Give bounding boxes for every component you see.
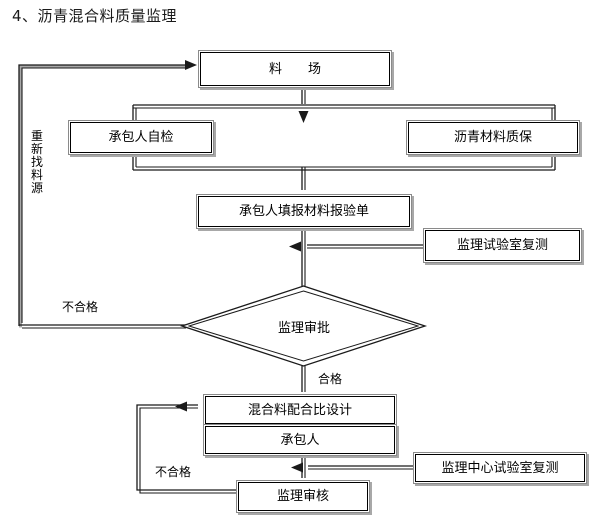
edge-label-qualified: 合格 bbox=[318, 372, 343, 386]
page-title: 4、沥青混合料质量监理 bbox=[12, 7, 178, 25]
node-supervision-approval-label: 监理审批 bbox=[277, 320, 330, 336]
node-material-yard[interactable]: 料 场 bbox=[200, 52, 390, 86]
node-asphalt-quality-warranty[interactable]: 沥青材料质保 bbox=[408, 122, 578, 153]
edge-label-find-new-source: 重新找料源 bbox=[30, 129, 43, 195]
edge-label-unqualified-top: 不合格 bbox=[62, 300, 99, 314]
node-supervision-approval[interactable]: 监理审批 bbox=[240, 314, 368, 338]
node-mix-ratio-design-label: 混合料配合比设计 bbox=[247, 402, 352, 418]
edge-label-unqualified-bottom: 不合格 bbox=[155, 465, 192, 479]
node-contractor-self-check-label: 承包人自检 bbox=[108, 130, 174, 145]
node-supervision-center-lab-retest[interactable]: 监理中心试验室复测 bbox=[415, 454, 585, 482]
node-contractor-report-form-label: 承包人填报材料报验单 bbox=[238, 204, 369, 219]
node-mix-ratio-design[interactable]: 混合料配合比设计 bbox=[205, 396, 395, 424]
node-material-yard-label: 料 场 bbox=[268, 61, 321, 77]
node-supervision-review-label: 监理审核 bbox=[276, 489, 329, 504]
node-contractor[interactable]: 承包人 bbox=[205, 426, 395, 454]
node-contractor-label: 承包人 bbox=[280, 432, 320, 448]
node-supervision-review[interactable]: 监理审核 bbox=[238, 482, 368, 511]
node-asphalt-quality-warranty-label: 沥青材料质保 bbox=[453, 130, 532, 145]
node-supervision-center-lab-retest-label: 监理中心试验室复测 bbox=[441, 460, 559, 476]
node-supervision-lab-retest-label: 监理试验室复测 bbox=[456, 238, 548, 253]
node-supervision-lab-retest[interactable]: 监理试验室复测 bbox=[425, 230, 580, 261]
node-contractor-self-check[interactable]: 承包人自检 bbox=[70, 122, 212, 153]
node-contractor-report-form[interactable]: 承包人填报材料报验单 bbox=[198, 196, 410, 227]
